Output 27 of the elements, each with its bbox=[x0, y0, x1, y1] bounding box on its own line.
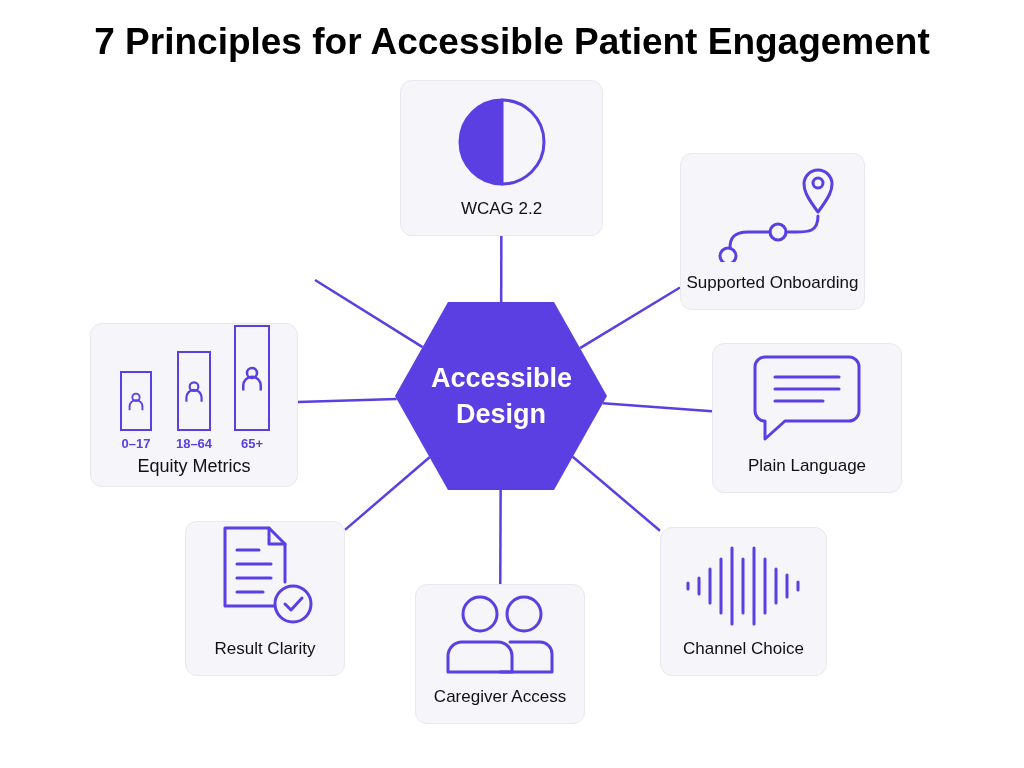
connector-line bbox=[579, 286, 681, 350]
card-title: Plain Language bbox=[747, 454, 867, 477]
connector-line bbox=[499, 236, 503, 302]
card bbox=[400, 80, 603, 236]
title: 7 Principles for Accessible Patient Engagement bbox=[93, 20, 931, 64]
age-range-label: 0–17 bbox=[121, 434, 151, 453]
card-title: Supported Onboarding bbox=[686, 271, 859, 294]
connector-line bbox=[344, 456, 431, 531]
card bbox=[712, 343, 902, 493]
age-range-label: 18–64 bbox=[175, 434, 213, 453]
card bbox=[415, 584, 585, 724]
connector-line bbox=[571, 455, 661, 532]
connector-line bbox=[297, 397, 397, 404]
card-title: Caregiver Access bbox=[433, 685, 567, 708]
card-title: WCAG 2.2 bbox=[460, 197, 543, 220]
connector-line bbox=[314, 278, 424, 349]
card bbox=[680, 153, 865, 310]
card-title: Equity Metrics bbox=[137, 455, 251, 478]
card bbox=[185, 521, 345, 676]
card-title: Result Clarity bbox=[214, 637, 316, 660]
age-range-label: 65+ bbox=[240, 434, 264, 453]
card bbox=[660, 527, 827, 676]
card-title: Channel Choice bbox=[683, 637, 804, 660]
hub-title: Accessible Design bbox=[431, 362, 571, 431]
card bbox=[90, 323, 298, 487]
connector-line bbox=[499, 490, 502, 584]
connector-line bbox=[602, 402, 713, 413]
